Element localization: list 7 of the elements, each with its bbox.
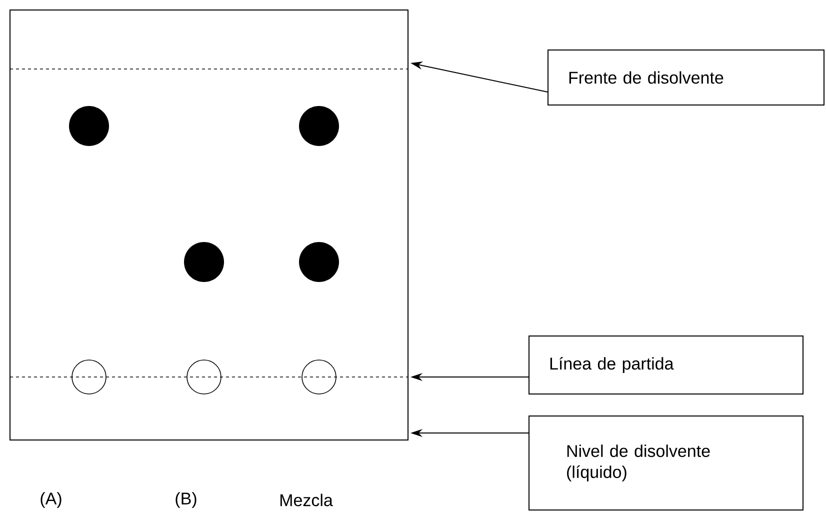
label-box: Nivel de disolvente (líquido) bbox=[528, 416, 804, 510]
column-label: (A) bbox=[40, 492, 62, 508]
column-label: (B) bbox=[176, 492, 196, 508]
plate bbox=[10, 10, 408, 440]
label-box: Frente de disolvente bbox=[548, 50, 825, 106]
label-box: Línea de partida bbox=[528, 336, 804, 394]
column-label: Mezcla bbox=[280, 494, 333, 506]
